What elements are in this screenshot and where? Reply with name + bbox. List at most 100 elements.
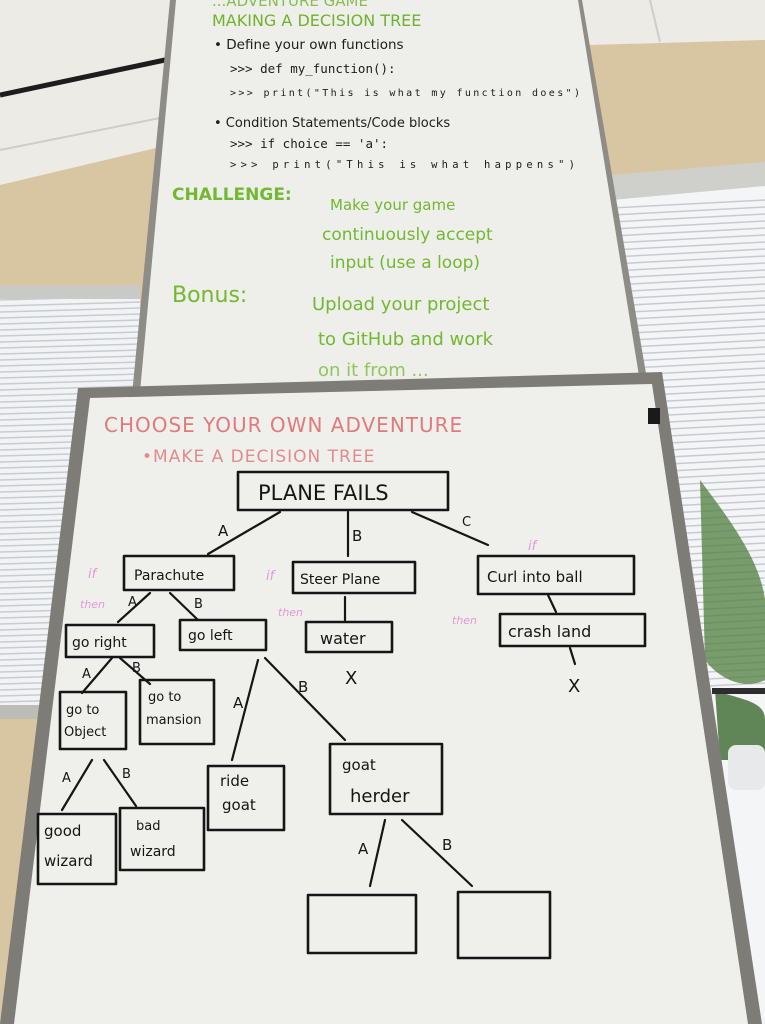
blind-slat xyxy=(611,304,765,314)
window-frame-top xyxy=(612,162,765,200)
challenge-line-1: Make your game xyxy=(330,196,455,214)
branch-label: B xyxy=(352,527,362,545)
then-annotation: then xyxy=(452,614,477,627)
node-goat-herder-line1: goat xyxy=(342,756,376,774)
blind-slat xyxy=(611,262,765,272)
blind-slat xyxy=(611,297,765,307)
blind-slat xyxy=(0,331,141,337)
blind-slat xyxy=(611,206,765,216)
branch-label: A xyxy=(128,595,137,610)
branch-label: A xyxy=(218,522,229,540)
ceiling-grid-line xyxy=(0,117,161,151)
blind-slat xyxy=(0,373,141,379)
blind-slat xyxy=(0,343,141,349)
bullet-functions: • Define your own functions xyxy=(214,37,404,53)
window-mullion xyxy=(712,688,765,694)
node-bad-wizard-line2: wizard xyxy=(130,844,176,860)
if-annotation: if xyxy=(528,539,539,554)
blind-slat xyxy=(0,319,141,325)
dead-end-water: X xyxy=(345,668,357,689)
node-goat-herder-line2: herder xyxy=(350,786,410,807)
code-if: >>> if choice == 'a': xyxy=(230,136,388,151)
node-go-to-mansion-line1: go to xyxy=(148,690,181,705)
lower-subtitle: •MAKE A DECISION TREE xyxy=(142,447,375,467)
then-annotation: then xyxy=(278,606,303,619)
node-water: water xyxy=(320,629,366,648)
ceiling-grid-line xyxy=(649,0,661,43)
node-good-wizard-line1: good xyxy=(44,822,81,840)
blind-slat xyxy=(0,379,141,385)
branch-label: B xyxy=(442,836,452,854)
branch-label: A xyxy=(233,694,244,712)
node-ride-goat-line1: ride xyxy=(220,772,249,790)
bonus-line-2: to GitHub and work xyxy=(318,329,494,350)
box-ride-goat xyxy=(206,764,286,832)
box-parachute xyxy=(122,554,236,592)
blind-slat xyxy=(0,313,141,319)
branch-label: B xyxy=(122,767,131,782)
branch-label: B xyxy=(298,678,308,696)
code-def: >>> def my_function(): xyxy=(230,61,396,76)
challenge-label: CHALLENGE: xyxy=(172,185,292,205)
upper-heading-top: ...ADVENTURE GAME xyxy=(212,0,368,10)
parked-car xyxy=(728,745,765,790)
if-annotation: if xyxy=(266,569,277,584)
lower-title: CHOOSE YOUR OWN ADVENTURE xyxy=(104,413,463,437)
node-go-to-object-line1: go to xyxy=(66,703,99,718)
box-go-left xyxy=(178,618,268,652)
node-go-left: go left xyxy=(188,628,233,644)
node-crash-land: crash land xyxy=(508,622,591,641)
blind-slat xyxy=(611,248,765,258)
blind-slat xyxy=(0,337,141,343)
branch-label: C xyxy=(462,515,471,530)
blind-slat xyxy=(611,311,765,321)
node-plane-fails: PLANE FAILS xyxy=(258,481,389,505)
blind-slat xyxy=(611,199,765,209)
blind-slat xyxy=(0,367,141,373)
box-plane-fails xyxy=(236,470,450,512)
box-crash-land xyxy=(498,612,647,648)
box-go-to-object xyxy=(58,690,128,751)
bullet-conditions: • Condition Statements/Code blocks xyxy=(214,116,450,131)
box-good-wizard xyxy=(36,812,118,886)
blind-slat xyxy=(611,213,765,223)
node-go-to-mansion-line2: mansion xyxy=(146,713,201,728)
branch-label: B xyxy=(132,661,141,676)
ceiling-grid-line xyxy=(0,57,166,98)
blind-slat xyxy=(611,227,765,237)
dead-end-crash: X xyxy=(568,676,580,697)
upper-whiteboard xyxy=(132,0,648,395)
challenge-line-3: input (use a loop) xyxy=(330,253,480,273)
blind-slat xyxy=(611,290,765,300)
blind-slat xyxy=(611,234,765,244)
board-magnet xyxy=(648,408,660,424)
node-bad-wizard-line1: bad xyxy=(136,819,160,834)
box-goat-herder xyxy=(328,742,444,816)
node-parachute: Parachute xyxy=(134,568,204,584)
challenge-line-2: continuously accept xyxy=(322,225,493,245)
upper-heading: MAKING A DECISION TREE xyxy=(212,11,421,30)
box-empty-b xyxy=(456,890,552,960)
node-ride-goat-line2: goat xyxy=(222,796,256,814)
blind-slat xyxy=(611,241,765,251)
box-curl-into-ball xyxy=(476,554,636,596)
node-go-to-object-line2: Object xyxy=(64,725,106,740)
branch-label: B xyxy=(194,597,203,612)
node-curl-into-ball: Curl into ball xyxy=(487,568,583,586)
lower-whiteboard xyxy=(0,372,762,1024)
blind-slat xyxy=(0,385,141,391)
blind-slat xyxy=(611,269,765,279)
then-annotation: then xyxy=(80,598,105,611)
blind-slat xyxy=(611,276,765,286)
node-steer-plane: Steer Plane xyxy=(300,572,380,588)
blind-slat xyxy=(611,255,765,265)
if-annotation: if xyxy=(88,567,99,582)
blind-slat xyxy=(0,301,141,307)
node-go-right: go right xyxy=(72,635,127,651)
branch-label: A xyxy=(62,771,71,786)
blind-slat xyxy=(0,349,141,355)
box-go-right xyxy=(64,623,156,659)
bonus-label: Bonus: xyxy=(172,283,247,308)
box-go-to-mansion xyxy=(138,678,216,746)
